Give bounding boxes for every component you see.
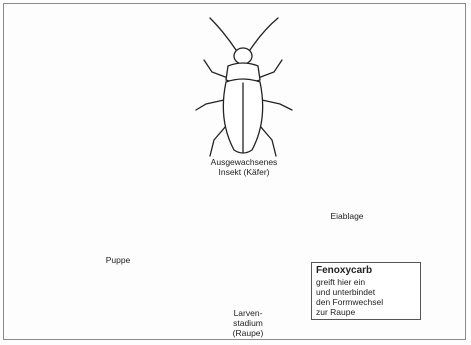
larva-label-line: Larven-: [226, 308, 270, 318]
pupa-label: Puppe: [98, 255, 138, 265]
adult-label-line: Ausgewachsenes: [203, 157, 285, 167]
eggs-label-line: Eiablage: [322, 211, 372, 221]
larva-label-line: (Raupe): [226, 328, 270, 338]
adult-label-line: Insekt (Käfer): [203, 167, 285, 177]
larva-label-line: stadium: [226, 318, 270, 328]
note-line: zur Raupe: [316, 307, 416, 317]
adult-label: Ausgewachsenes Insekt (Käfer): [203, 157, 285, 177]
larva-label: Larven- stadium (Raupe): [226, 308, 270, 338]
fenoxycarb-note: Fenoxycarb greift hier ein und unterbind…: [311, 262, 421, 320]
note-highlight: Fenoxycarb: [316, 265, 416, 277]
note-line: den Formwechsel: [316, 297, 416, 307]
pupa-label-line: Puppe: [98, 255, 138, 265]
note-line: greift hier ein: [316, 277, 416, 287]
eggs-label: Eiablage: [322, 211, 372, 221]
beetle-illustration: [196, 18, 292, 156]
note-line: und unterbindet: [316, 287, 416, 297]
